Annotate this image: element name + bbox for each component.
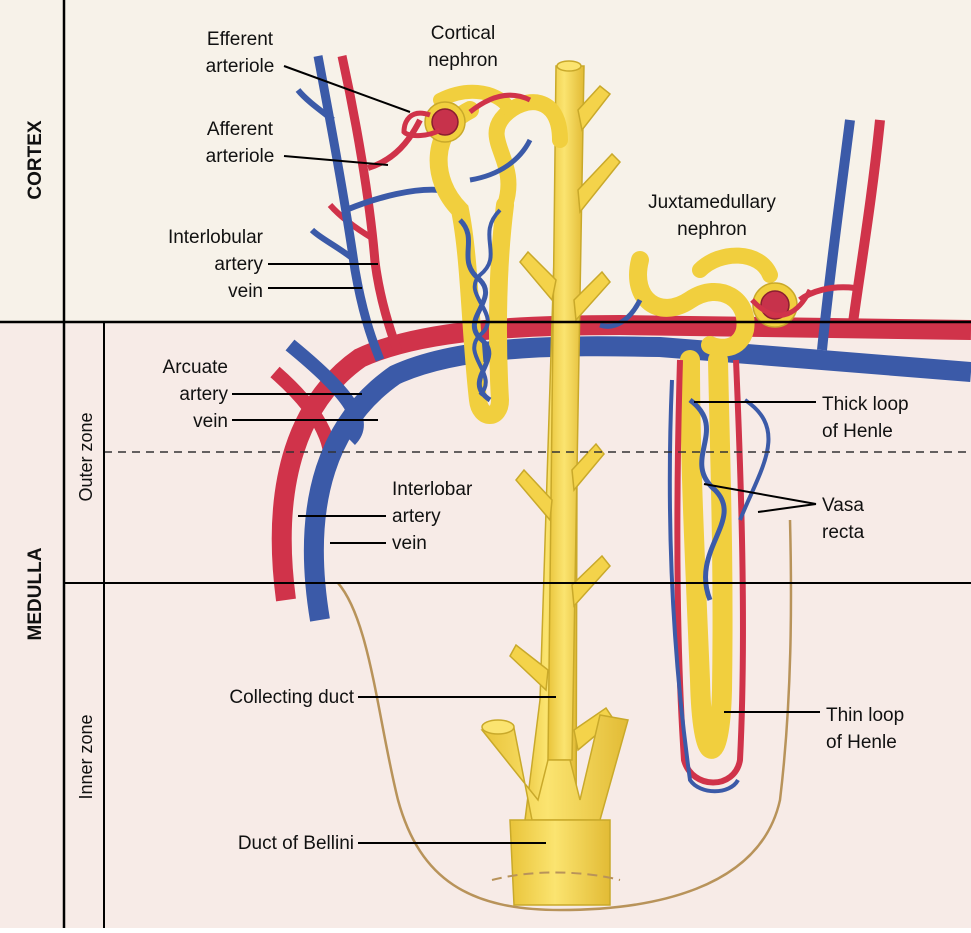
outer-zone-label: Outer zone (76, 412, 96, 501)
vasa-recta-label-2: recta (822, 522, 865, 543)
cortex-region (0, 0, 971, 322)
vasa-recta-leader-1 (703, 483, 817, 505)
thick-loop-label-2: of Henle (822, 421, 893, 442)
juxtamedullary-nephron (599, 247, 813, 794)
collecting-duct-label: Collecting duct (229, 687, 354, 708)
efferent-arteriole-label-2: arteriole (206, 56, 275, 77)
interlobular-label-2: artery (214, 254, 263, 275)
interlobar-label-3: vein (392, 533, 427, 554)
arcuate-label-2: artery (179, 384, 228, 405)
thick-loop-label-1: Thick loop (822, 394, 909, 415)
cortical-nephron-label-2: nephron (428, 50, 498, 71)
cortical-nephron-label-1: Cortical (431, 23, 495, 44)
interlobular-label-3: vein (228, 281, 263, 302)
vasa-recta-leader-2 (757, 503, 817, 513)
vasa-recta-label-1: Vasa (822, 495, 864, 516)
interlobar-label-1: Interlobar (392, 479, 473, 500)
medulla-label: MEDULLA (25, 547, 46, 640)
interlobar-label-2: artery (392, 506, 441, 527)
duct-of-bellini-label: Duct of Bellini (238, 833, 354, 854)
inner-zone-label: Inner zone (76, 714, 96, 799)
arcuate-label-1: Arcuate (163, 357, 228, 378)
juxtamedullary-nephron-label-1: Juxtamedullary (648, 192, 776, 213)
afferent-arteriole-label-2: arteriole (206, 146, 275, 167)
interlobular-label-1: Interlobular (168, 227, 264, 248)
collecting-duct (480, 60, 629, 906)
afferent-leader (283, 155, 389, 166)
juxtamedullary-nephron-label-2: nephron (677, 219, 747, 240)
thin-loop-label-2: of Henle (826, 732, 897, 753)
thin-loop-label-1: Thin loop (826, 705, 904, 726)
cortex-label: CORTEX (25, 120, 46, 200)
cortical-nephron (401, 84, 568, 424)
efferent-arteriole-label-1: Efferent (207, 29, 274, 50)
arcuate-label-3: vein (193, 411, 228, 432)
interlobular-vein (295, 55, 441, 362)
renal-papilla-outline (337, 519, 793, 912)
efferent-leader (283, 65, 411, 113)
afferent-arteriole-label-1: Afferent (207, 119, 274, 140)
